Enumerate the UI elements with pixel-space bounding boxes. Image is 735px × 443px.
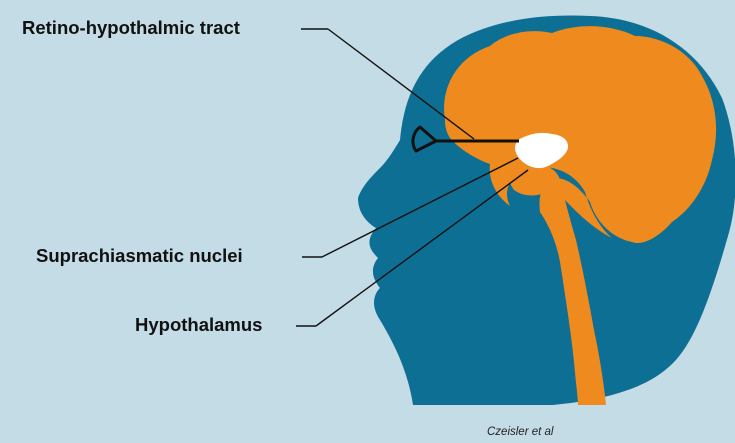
label-retino-hypothalmic-tract: Retino-hypothalmic tract [22, 19, 240, 38]
label-hypothalamus: Hypothalamus [135, 316, 262, 335]
credit-text: Czeisler et al [487, 427, 553, 439]
label-suprachiasmatic-nuclei: Suprachiasmatic nuclei [36, 247, 243, 266]
